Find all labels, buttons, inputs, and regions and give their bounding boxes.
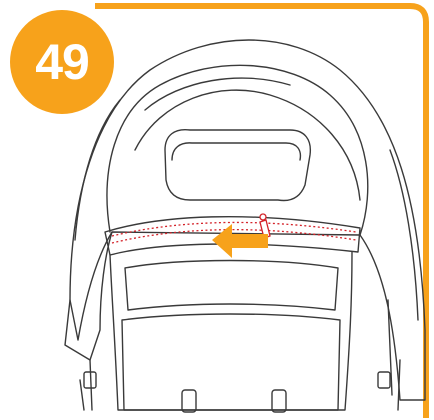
canopy-fold-4 — [75, 100, 120, 240]
seat-headrest-inner — [172, 143, 300, 160]
frame-bar-left — [80, 360, 92, 410]
strap-left — [182, 390, 196, 412]
seat-body — [110, 252, 352, 410]
seat-inner-panel — [125, 261, 338, 311]
strap-right — [272, 390, 286, 412]
frame-border — [95, 6, 426, 418]
seat-lower-panel — [122, 314, 340, 410]
hinge-right — [378, 372, 390, 388]
step-number: 49 — [35, 33, 89, 91]
canopy-fold-2 — [135, 90, 360, 200]
canopy-fold-1 — [107, 65, 368, 235]
seat-headrest — [165, 130, 310, 201]
step-number-badge: 49 — [10, 10, 114, 114]
arrow-left-icon — [212, 224, 268, 258]
